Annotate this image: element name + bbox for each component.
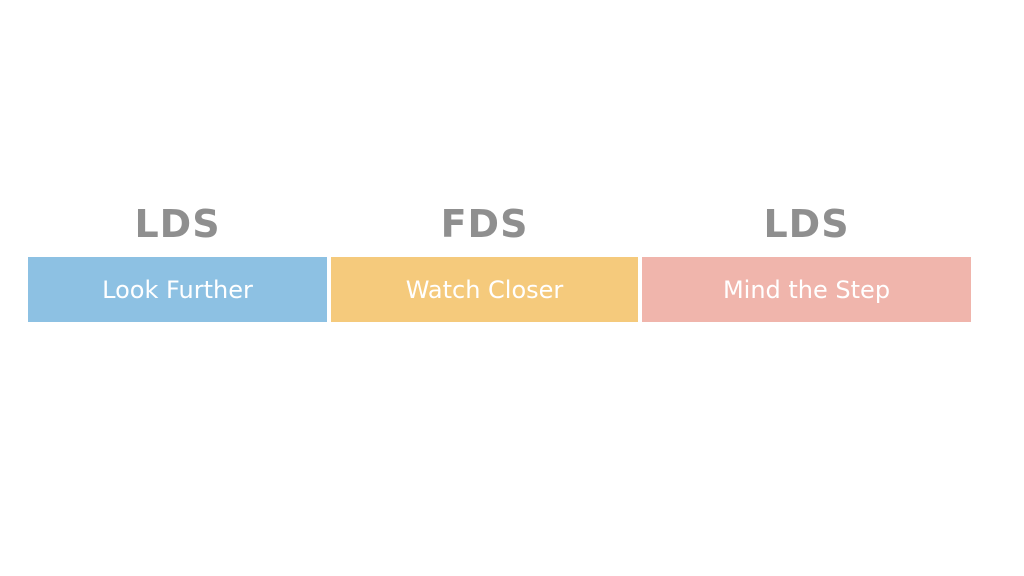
segment-label: Look Further [102, 275, 253, 304]
segment-heading: FDS [440, 202, 529, 246]
segment-label: Mind the Step [722, 275, 891, 304]
segment-box: Mind the Step [642, 257, 971, 322]
segment-heading: LDS [134, 202, 221, 246]
segment-heading: LDS [763, 202, 850, 246]
segment-label: Watch Closer [405, 275, 564, 304]
segment-box: Look Further [28, 257, 327, 322]
segment-box: Watch Closer [331, 257, 638, 322]
